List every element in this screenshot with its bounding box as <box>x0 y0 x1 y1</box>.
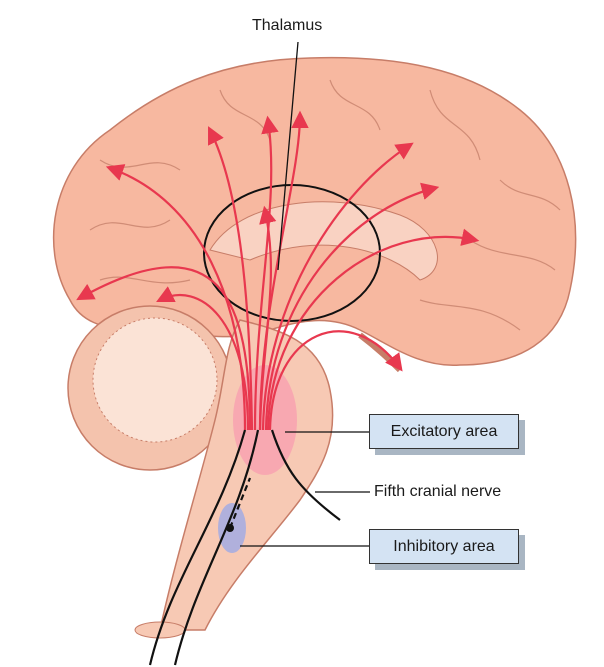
activation-arrows <box>76 110 480 431</box>
cerebellum-inner <box>92 317 218 443</box>
inhibitory-area-label: Inhibitory area <box>369 529 519 564</box>
thalamus-label: Thalamus <box>252 17 323 34</box>
sensory-pathways <box>148 429 341 666</box>
fifth-cranial-nerve-label: Fifth cranial nerve <box>374 483 502 500</box>
excitatory-area-label: Excitatory area <box>369 414 519 449</box>
inhibitory-neuron-dot <box>226 524 234 532</box>
leader-lines <box>240 41 370 547</box>
